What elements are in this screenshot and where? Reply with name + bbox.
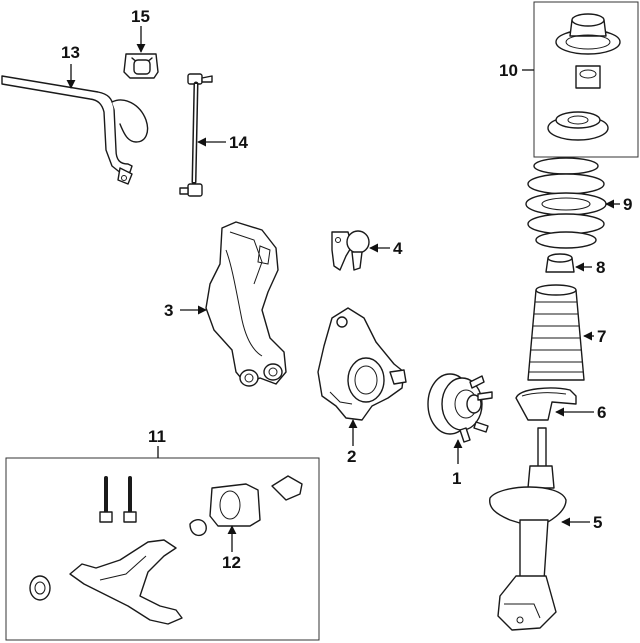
callout-12: 12 [222, 553, 241, 572]
bump-stop [545, 253, 575, 273]
callout-2: 2 [347, 447, 356, 466]
knuckle-center [317, 307, 407, 421]
coil-spring [525, 157, 607, 249]
spring-seat [515, 387, 577, 421]
callout-9: 9 [623, 195, 632, 214]
kit-box-10 [533, 1, 639, 158]
callout-15: 15 [131, 7, 150, 26]
callout-6: 6 [597, 403, 606, 422]
callout-13: 13 [61, 43, 80, 62]
callout-3: 3 [164, 301, 173, 320]
steering-knuckle [205, 221, 287, 387]
dust-boot [527, 284, 585, 381]
callout-7: 7 [597, 327, 606, 346]
callout-11: 11 [148, 427, 166, 446]
ball-joint [331, 230, 370, 271]
callout-5: 5 [593, 513, 602, 532]
callout-8: 8 [596, 258, 605, 277]
strut-mount-kit [547, 13, 621, 141]
callout-10: 10 [499, 61, 518, 80]
stabilizer-link [179, 73, 213, 197]
stabilizer-bushing [123, 53, 159, 79]
callout-4: 4 [393, 239, 403, 258]
wheel-hub [427, 373, 493, 443]
stabilizer-bar [1, 75, 149, 185]
kit-box-11 [5, 457, 320, 641]
callout-14: 14 [229, 133, 248, 152]
callout-1: 1 [452, 469, 461, 488]
strut-assembly [489, 427, 567, 631]
lower-arm-kit [29, 475, 303, 625]
